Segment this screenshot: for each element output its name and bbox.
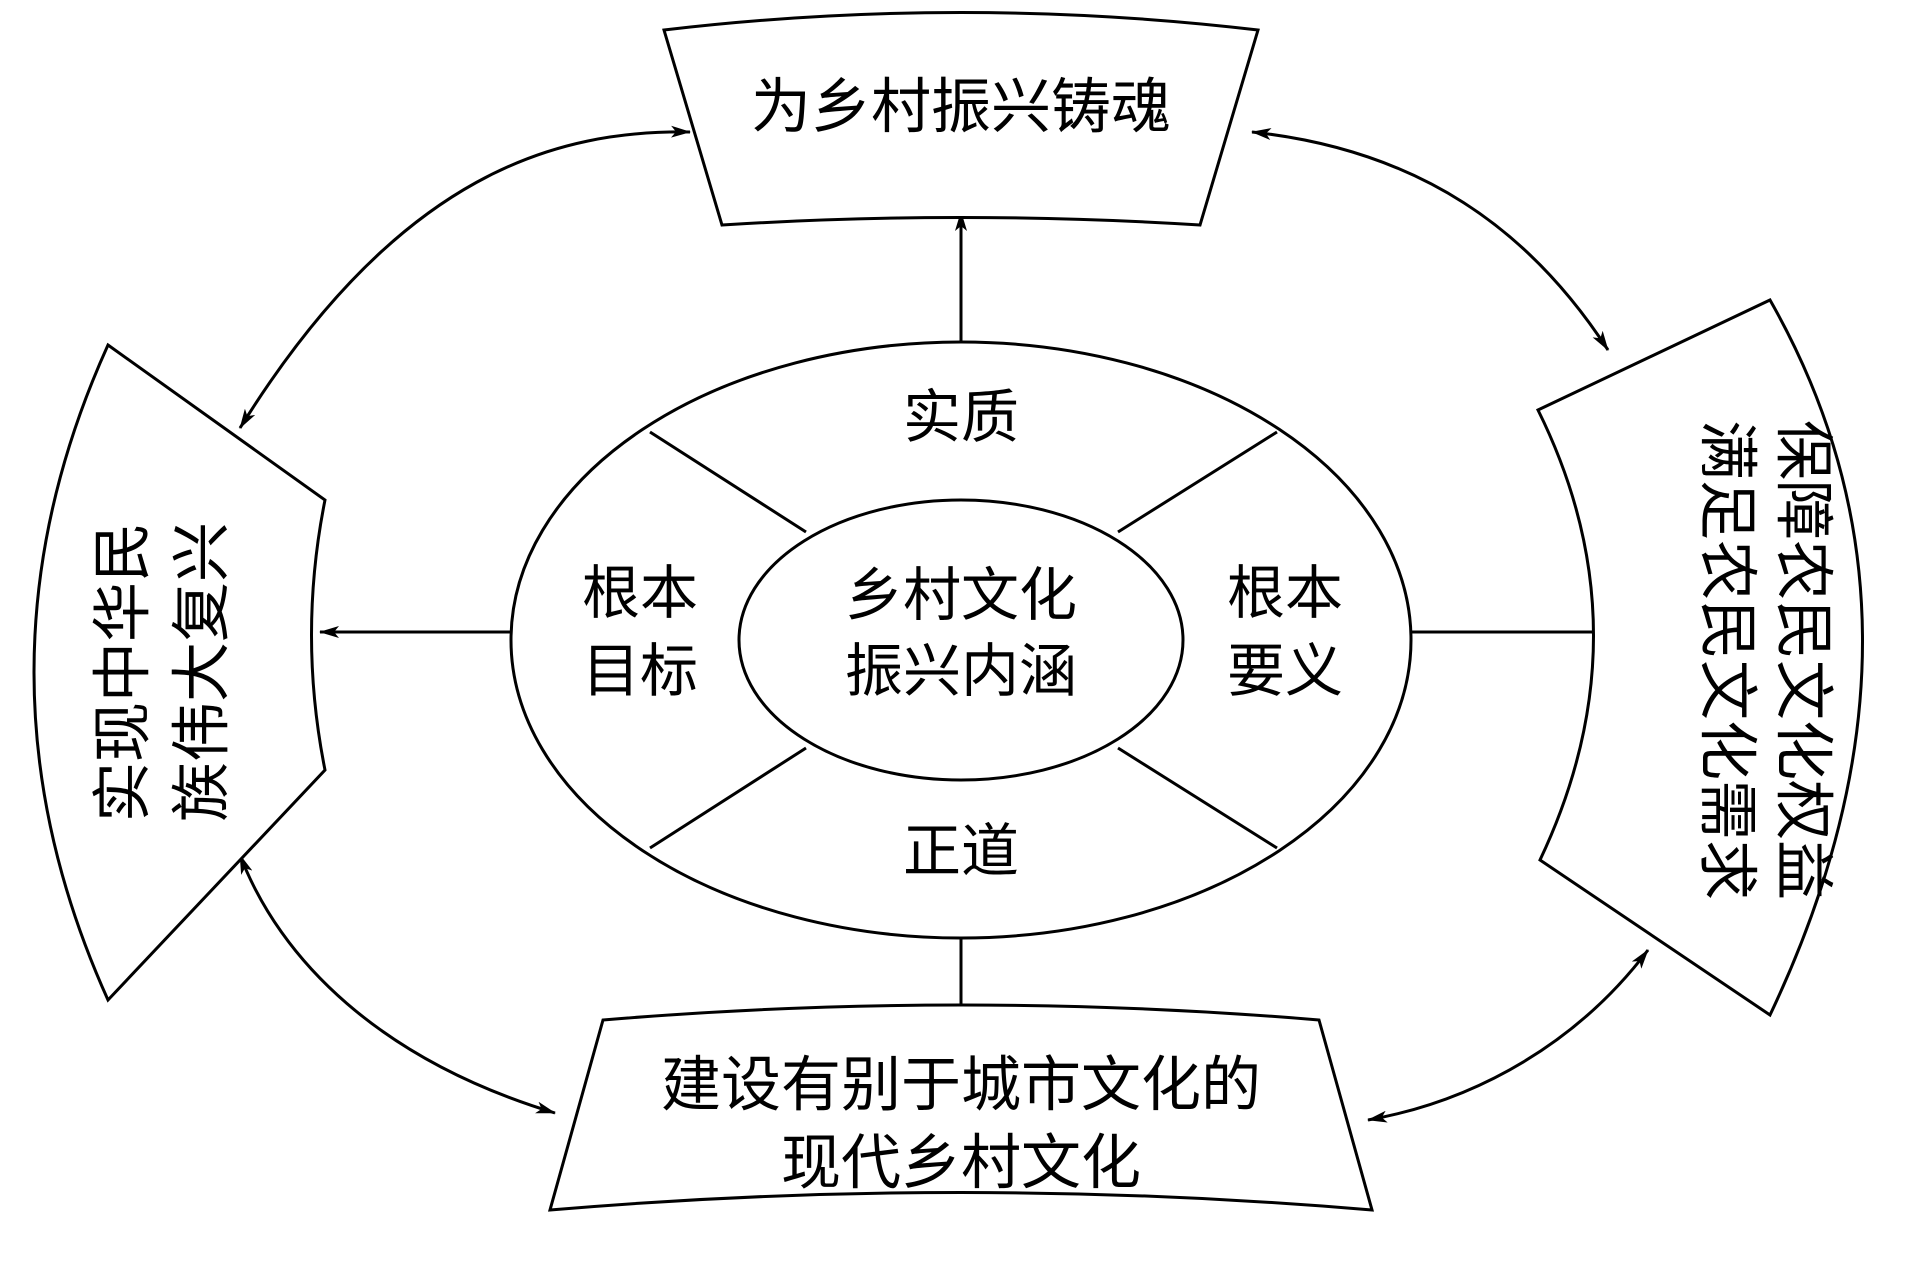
ring-label-left-line1: 根本 — [582, 559, 698, 627]
arrow-bottom-left-curve — [238, 854, 556, 1115]
outer-box-right — [1535, 298, 1864, 1018]
center-label-line2: 振兴内涵 — [845, 637, 1077, 705]
center-label-line1: 乡村文化 — [845, 561, 1077, 629]
outer-label-right-col1: 保障农民文化权益 — [1767, 420, 1837, 900]
ring-label-left-line2: 目标 — [582, 637, 698, 705]
outer-label-bottom-line2: 现代乡村文化 — [781, 1129, 1141, 1199]
spoke-top-left — [649, 430, 807, 534]
spoke-top-right — [1117, 430, 1278, 534]
arrow-top-left-curve — [238, 125, 691, 429]
ring-label-right-line1: 根本 — [1227, 559, 1343, 627]
arrow-bottom-right-curve — [1367, 949, 1650, 1123]
outer-box-left — [32, 342, 327, 1003]
center-ellipse — [737, 498, 1185, 782]
ring-label-bottom: 正道 — [903, 817, 1019, 885]
outer-label-top: 为乡村振兴铸魂 — [751, 73, 1171, 143]
outer-box-top — [662, 11, 1260, 227]
outer-label-bottom-line1: 建设有别于城市文化的 — [661, 1051, 1261, 1121]
outer-label-left-col2: 族伟大复兴 — [168, 522, 238, 822]
outer-label-right-col2: 满足农民文化需求 — [1691, 420, 1761, 900]
outer-box-bottom — [547, 1003, 1375, 1212]
arrow-top-right-curve — [1251, 128, 1610, 351]
spoke-bottom-left — [649, 746, 807, 850]
ring-label-top: 实质 — [903, 383, 1019, 451]
ring-label-right-line2: 要义 — [1227, 637, 1343, 705]
outer-label-left-col1: 实现中华民 — [89, 522, 159, 822]
spoke-bottom-right — [1117, 746, 1278, 850]
